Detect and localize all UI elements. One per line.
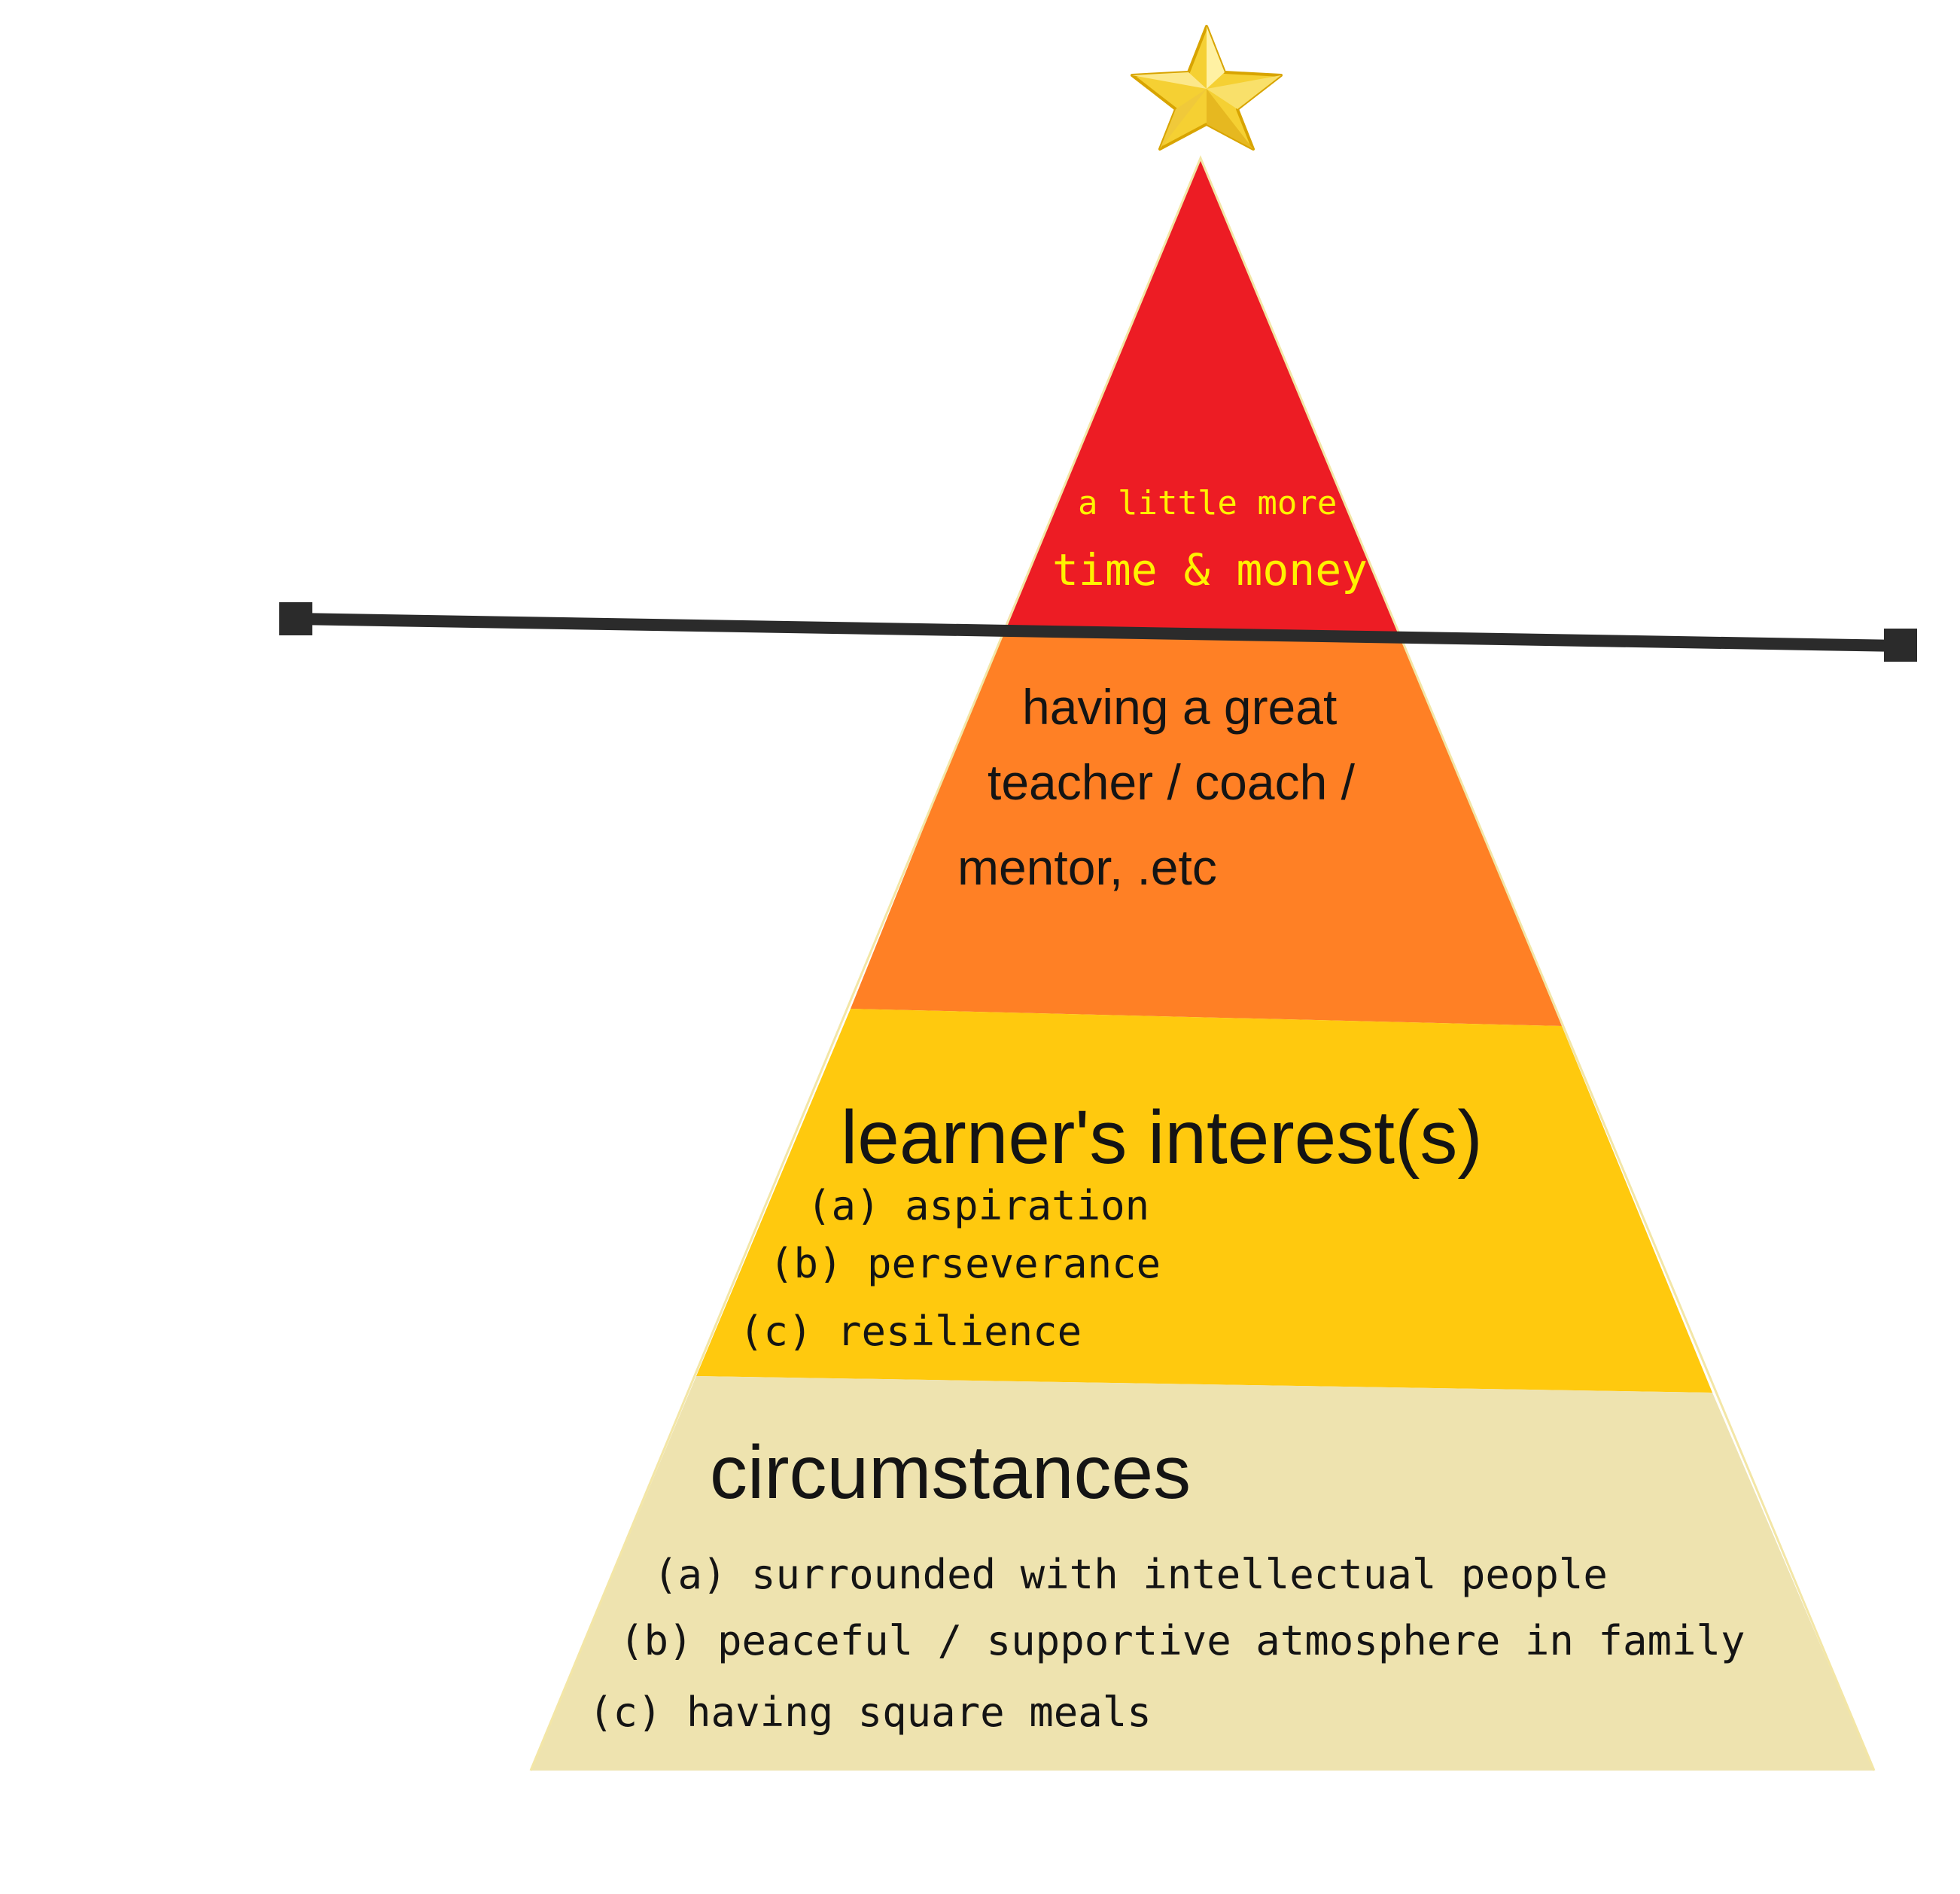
- third-tier-item-a: (a) aspiration: [807, 1182, 1149, 1229]
- pyramid-outline: [529, 155, 1876, 1771]
- third-tier-title: learner's interest(s): [841, 1095, 1483, 1180]
- pyramid-tier-second: [851, 626, 1562, 1026]
- second-tier-line3: mentor, .etc: [957, 839, 1217, 895]
- pyramid-tier-top: [1005, 158, 1400, 636]
- second-tier-line1: having a great: [1022, 679, 1337, 735]
- bar-end-right: [1884, 629, 1917, 662]
- third-tier-item-c: (c) resilience: [739, 1308, 1082, 1355]
- base-tier-item-b: (b) peaceful / supportive atmosphere in …: [619, 1617, 1745, 1664]
- bar-end-left: [279, 602, 312, 635]
- base-tier-item-c: (c) having square meals: [589, 1688, 1152, 1736]
- base-tier-title: circumstances: [710, 1430, 1191, 1515]
- base-tier-item-a: (a) surrounded with intellectual people: [653, 1551, 1608, 1598]
- top-tier-line1: a little more: [1078, 484, 1337, 522]
- pyramid-tier-third: [696, 1009, 1712, 1393]
- top-tier-line2: time & money: [1052, 544, 1368, 595]
- pyramid-tier-base: [531, 1376, 1874, 1771]
- star-icon: [1131, 25, 1283, 151]
- second-tier-line2: teacher / coach /: [988, 754, 1356, 810]
- threshold-bar: [279, 602, 1917, 662]
- third-tier-item-b: (b) perseverance: [769, 1240, 1161, 1287]
